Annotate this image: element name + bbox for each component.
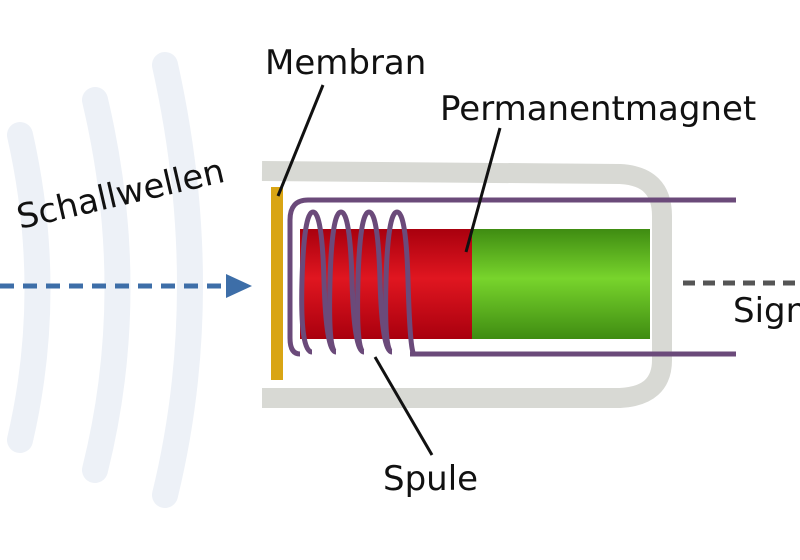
coil xyxy=(299,209,417,357)
coil-leader-line xyxy=(373,356,434,456)
membrane-label: Membran xyxy=(265,43,426,83)
coil-label: Spule xyxy=(383,459,478,499)
signal-label: Signal xyxy=(733,291,800,331)
coil-winding xyxy=(299,209,337,355)
sound-arrow-head xyxy=(226,274,252,298)
membrane xyxy=(271,187,283,380)
coil-winding xyxy=(327,209,365,355)
microphone-housing xyxy=(261,161,672,408)
magnet-pole-top xyxy=(287,197,309,357)
sound-wave-arc xyxy=(152,52,203,508)
magnet-label: Permanentmagnet xyxy=(440,89,756,129)
magnet-leader-line xyxy=(464,127,502,253)
sound-wave-arc xyxy=(7,122,51,453)
coil-winding xyxy=(383,209,417,357)
magnet-green-section xyxy=(472,229,650,339)
sound-waves xyxy=(7,52,203,508)
membrane-leader-line xyxy=(276,84,325,197)
sound-arrow xyxy=(0,274,252,298)
coil-winding xyxy=(355,209,393,355)
